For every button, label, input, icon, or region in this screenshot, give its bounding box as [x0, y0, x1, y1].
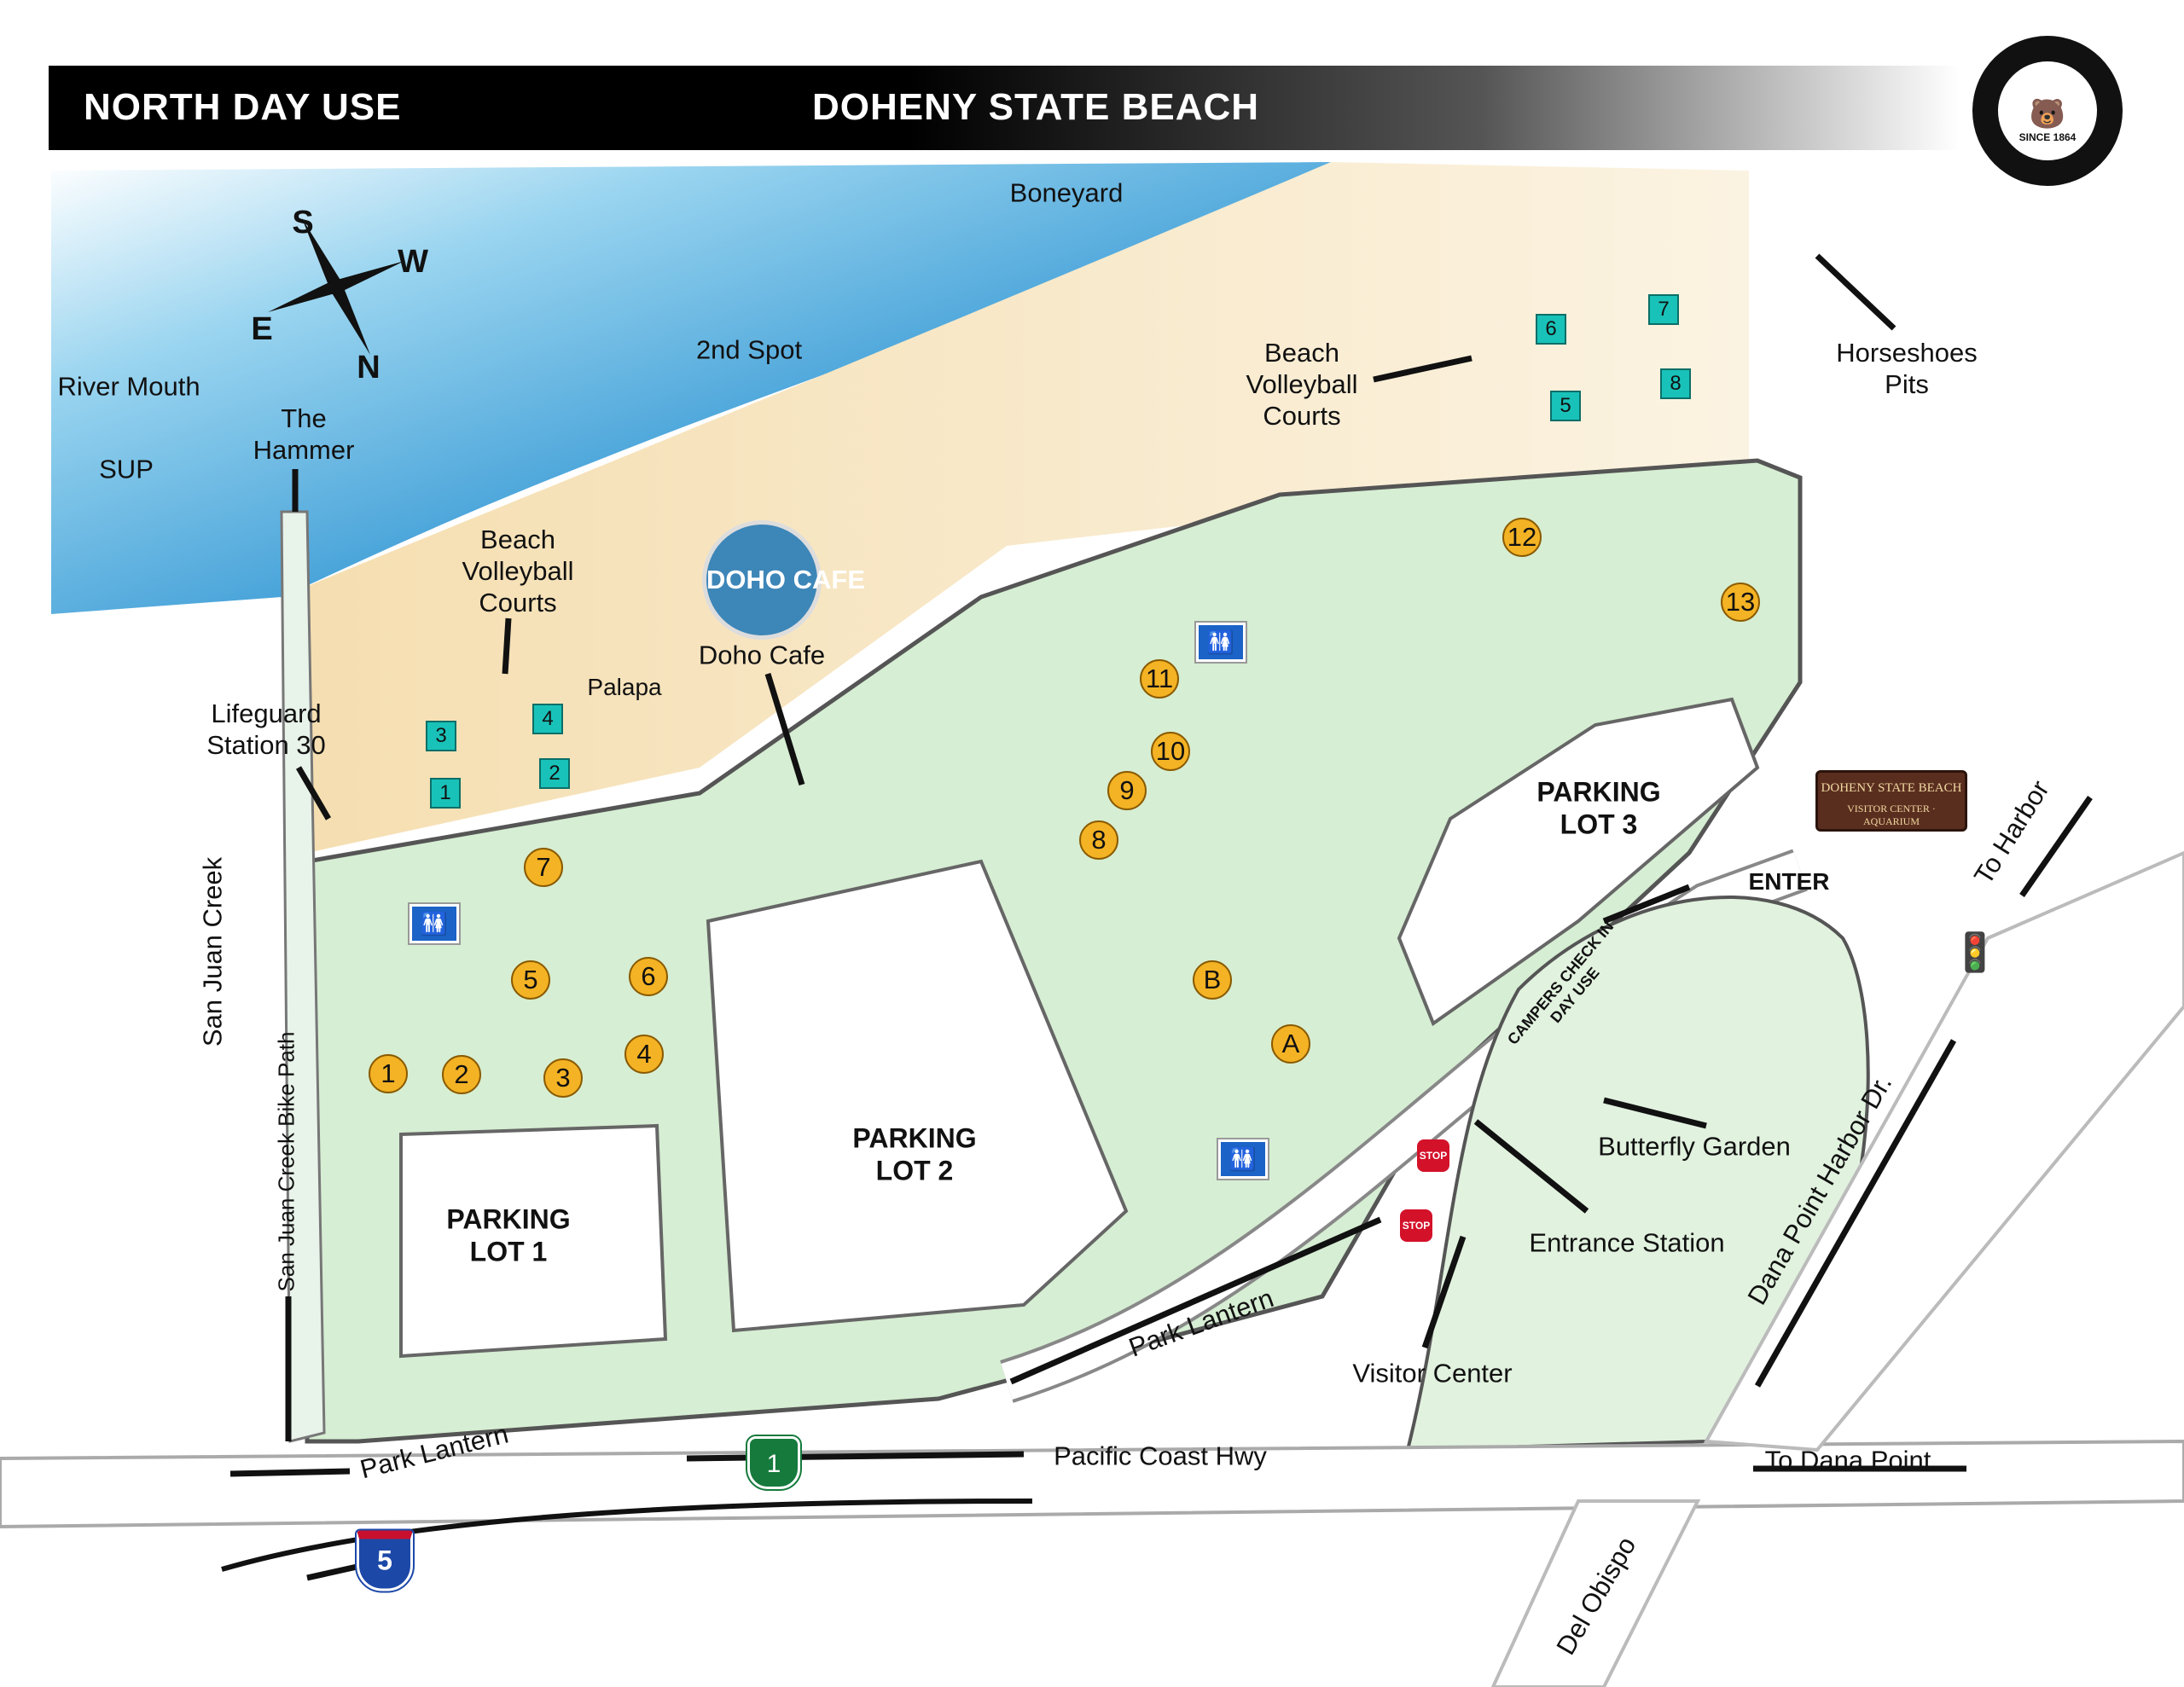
label-pacific-coast-hwy: Pacific Coast Hwy [1054, 1441, 1267, 1471]
label-parking-lot-3: PARKING LOT 3 [1536, 776, 1661, 840]
compass-n: N [357, 350, 380, 386]
doho-cafe-logo: DOHO CAFE [702, 520, 865, 640]
stop-sign: STOP [1417, 1139, 1449, 1172]
group-area-a: A [1271, 1024, 1310, 1064]
court-7: 7 [1648, 294, 1679, 325]
label-lifeguard-station: Lifeguard Station 30 [206, 698, 326, 760]
compass-s: S [292, 205, 314, 241]
label-parking-lot-1: PARKING LOT 1 [446, 1203, 571, 1267]
picnic-marker-1: 1 [369, 1054, 408, 1093]
picnic-marker-10: 10 [1151, 732, 1190, 771]
label-sup: SUP [99, 454, 154, 484]
court-2: 2 [539, 758, 570, 789]
bear-emblem: 🐻SINCE 1864 [1998, 61, 2097, 160]
header-bar: NORTH DAY USE DOHENY STATE BEACH [49, 66, 1960, 150]
hwy-1-shield: 1 [746, 1435, 802, 1491]
parking-lot-1 [399, 1123, 668, 1359]
picnic-marker-3: 3 [543, 1058, 583, 1098]
parking-lot-2 [706, 859, 1129, 1333]
label-volleyball-right: Beach Volleyball Courts [1246, 338, 1358, 432]
river-mouth [280, 510, 326, 1443]
parking-lot-3 [1397, 697, 1760, 1027]
label-river-mouth: River Mouth [57, 371, 200, 402]
i5-shield: 5 [355, 1528, 415, 1593]
compass-star [268, 218, 404, 355]
compass-w: W [398, 244, 428, 281]
picnic-marker-11: 11 [1140, 659, 1179, 699]
picnic-marker-5: 5 [511, 960, 550, 1000]
picnic-marker-6: 6 [629, 957, 668, 996]
header-center-title: DOHENY STATE BEACH [812, 86, 1260, 128]
picnic-marker-2: 2 [442, 1055, 481, 1094]
california-state-parks-logo: 🐻SINCE 1864 [1972, 36, 2123, 186]
label-bike-path: San Juan Creek Bike Path [273, 1031, 299, 1292]
label-boneyard: Boneyard [1009, 177, 1124, 208]
label-butterfly-garden: Butterfly Garden [1598, 1131, 1791, 1162]
traffic-light-icon: 🚦 [1951, 931, 1999, 974]
label-doho-cafe: Doho Cafe [698, 640, 826, 670]
picnic-marker-12: 12 [1502, 518, 1542, 557]
del-obispo-road [1490, 1499, 1701, 1687]
i5-road [221, 1499, 1033, 1572]
court-6: 6 [1536, 314, 1566, 345]
restroom-icon: 🚻 [408, 902, 461, 945]
header-left-title: NORTH DAY USE [84, 86, 402, 128]
label-2nd-spot: 2nd Spot [695, 334, 803, 365]
court-3: 3 [426, 721, 456, 751]
picnic-marker-8: 8 [1079, 820, 1118, 860]
restroom-icon: 🚻 [1194, 621, 1247, 664]
label-palapa: Palapa [587, 674, 662, 701]
arrows [229, 253, 2093, 1581]
court-4: 4 [532, 704, 563, 734]
stop-sign: STOP [1400, 1209, 1432, 1242]
sand [282, 162, 1749, 853]
label-horseshoes-pits: Horseshoes Pits [1836, 337, 1978, 399]
label-entrance-station: Entrance Station [1529, 1227, 1725, 1258]
group-area-b: B [1193, 960, 1232, 1000]
restroom-icon: 🚻 [1217, 1138, 1269, 1180]
label-the-hammer: The Hammer [253, 403, 355, 465]
picnic-marker-4: 4 [624, 1035, 664, 1074]
compass-e: E [251, 311, 273, 348]
dana-point-harbor-road [1703, 850, 2184, 1452]
label-to-dana-point: To Dana Point [1764, 1445, 1931, 1475]
court-1: 1 [430, 778, 461, 809]
court-5: 5 [1550, 391, 1581, 421]
label-visitor-center: Visitor Center [1352, 1358, 1513, 1388]
picnic-marker-7: 7 [524, 848, 563, 887]
picnic-marker-13: 13 [1721, 583, 1760, 622]
label-enter: ENTER [1748, 868, 1830, 896]
court-8: 8 [1660, 368, 1691, 399]
label-san-juan-creek: San Juan Creek [197, 856, 228, 1047]
picnic-marker-9: 9 [1107, 771, 1147, 810]
label-volleyball-left: Beach Volleyball Courts [462, 525, 574, 618]
label-parking-lot-2: PARKING LOT 2 [852, 1122, 977, 1186]
